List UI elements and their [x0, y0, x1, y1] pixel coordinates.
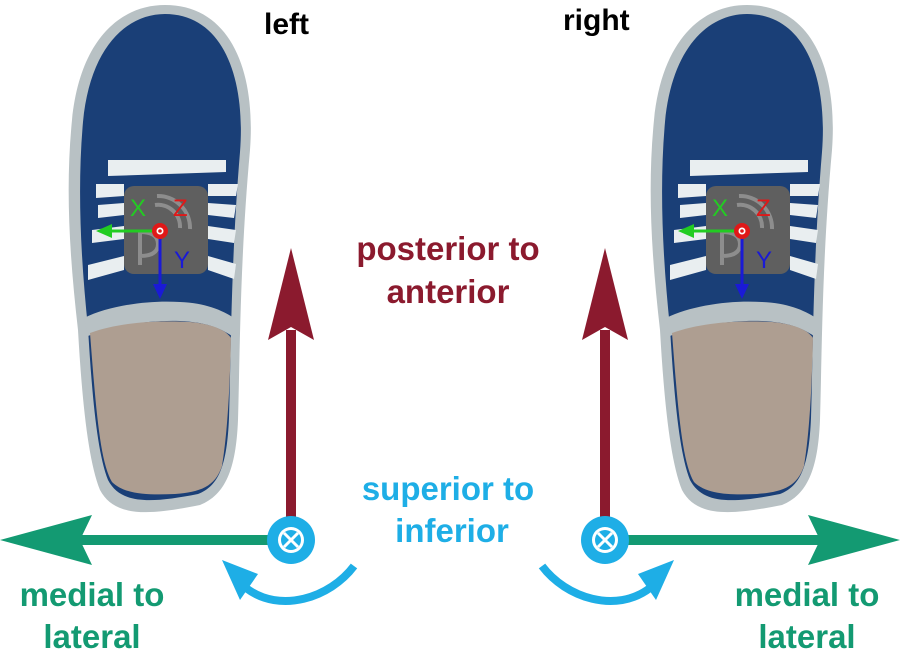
left-x-axis-label: X — [130, 195, 146, 222]
right-medial-lateral-label-line2: lateral — [758, 618, 855, 655]
left-sensor-axes: X Z Y — [96, 195, 190, 299]
right-x-axis-label: X — [712, 195, 728, 222]
right-medial-lateral-label-line1: medial to — [735, 576, 880, 613]
right-inferior-marker — [581, 516, 629, 564]
left-inferior-marker — [267, 516, 315, 564]
superior-inferior-label-line2: inferior — [395, 512, 509, 549]
left-y-axis-arrowhead — [153, 284, 167, 299]
left-anterior-arrow — [268, 248, 314, 518]
right-z-axis-label: Z — [756, 195, 771, 222]
left-x-axis-arrowhead — [96, 224, 112, 238]
left-medial-lateral-label-line2: lateral — [43, 618, 140, 655]
right-anterior-arrow — [582, 248, 628, 518]
right-foot-label: right — [563, 4, 630, 37]
right-y-axis-label: Y — [756, 247, 772, 274]
right-y-axis-arrowhead — [735, 284, 749, 299]
posterior-anterior-label-line2: anterior — [387, 273, 510, 310]
posterior-anterior-label-line1: posterior to — [356, 230, 539, 267]
left-foot-label: left — [264, 8, 309, 41]
left-z-axis-label: Z — [173, 195, 188, 222]
right-rotation-arrow — [538, 560, 674, 605]
right-lateral-arrow — [620, 515, 900, 565]
left-medial-lateral-label-line1: medial to — [20, 576, 165, 613]
right-x-axis-arrowhead — [678, 224, 694, 238]
right-sensor-axes: X Z Y — [678, 195, 772, 299]
left-rotation-arrow — [222, 560, 358, 605]
left-y-axis-label: Y — [174, 247, 190, 274]
superior-inferior-label-line1: superior to — [362, 470, 534, 507]
left-lateral-arrow — [0, 515, 280, 565]
